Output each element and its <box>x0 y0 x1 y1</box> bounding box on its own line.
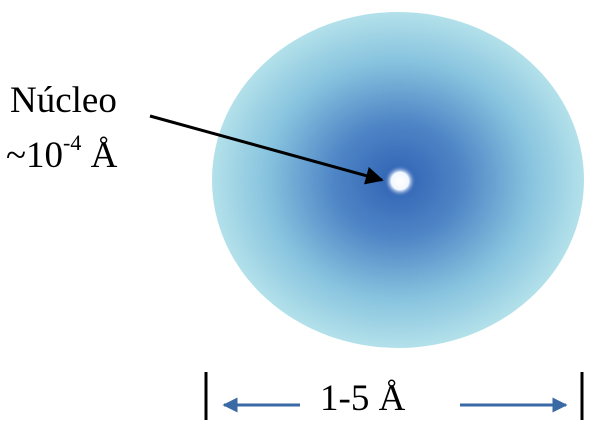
atom-scale-label: 1-5 Å <box>320 378 406 419</box>
nucleus-size-exponent: -4 <box>63 129 82 155</box>
nucleus-label: Núcleo <box>10 80 117 121</box>
nucleus-pointer-arrow <box>149 114 384 185</box>
nucleus-size-prefix: ~10 <box>6 135 64 176</box>
nucleus-size-unit: Å <box>90 135 118 176</box>
nucleus-size-spacer <box>81 135 90 176</box>
nucleus-size-label: ~10-4 Å <box>6 131 118 176</box>
nucleus <box>384 165 416 197</box>
